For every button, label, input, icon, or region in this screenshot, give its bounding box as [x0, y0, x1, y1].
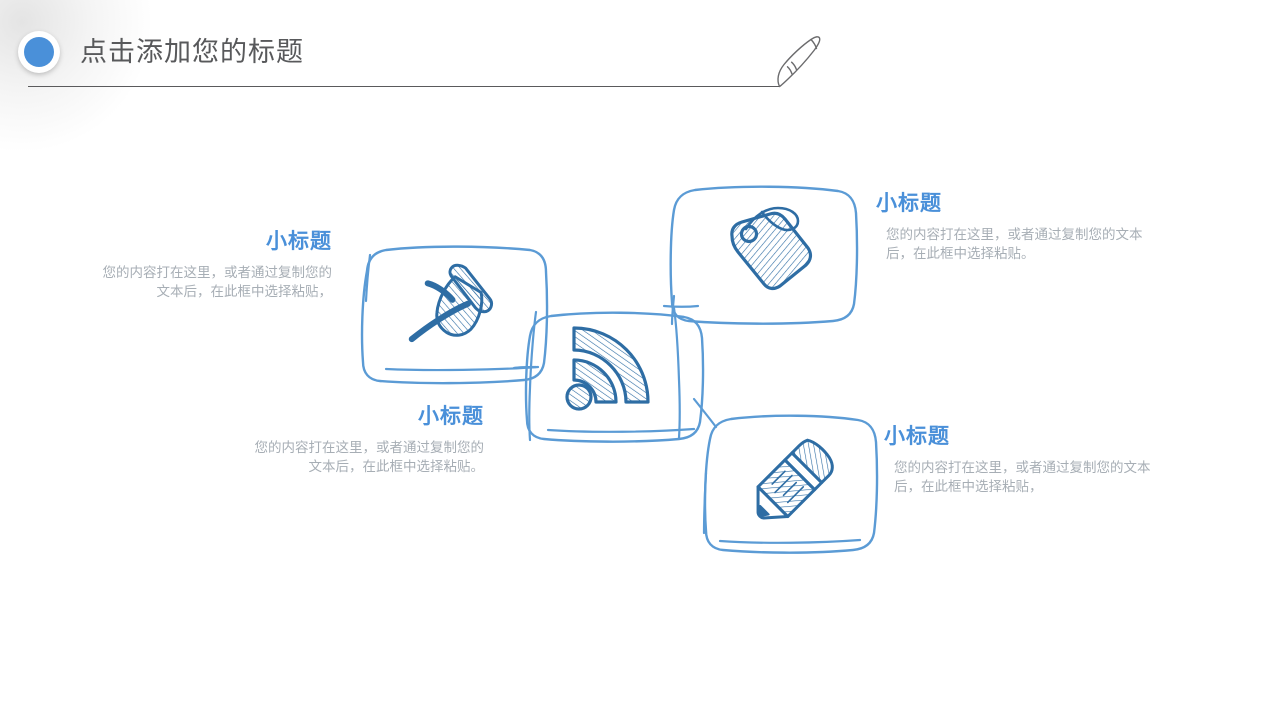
pushpin-icon [398, 256, 506, 364]
callout-pencil: 小标题 您的内容打在这里，或者通过复制您的文本后，在此框中选择粘贴， [884, 420, 1164, 496]
slide-header: 点击添加您的标题 [0, 0, 1280, 110]
rss-signal-icon [562, 322, 662, 422]
page-title: 点击添加您的标题 [80, 37, 304, 67]
callout-title: 小标题 [418, 405, 484, 428]
callout-title: 小标题 [876, 192, 942, 215]
callout-body: 您的内容打在这里，或者通过复制您的文本后，在此框中选择粘贴， [894, 460, 1151, 494]
blue-dot-icon [18, 31, 60, 73]
callout-tag: 小标题 您的内容打在这里，或者通过复制您的文本后，在此框中选择粘贴。 [876, 187, 1144, 263]
icon-box-pencil[interactable] [692, 397, 880, 554]
callout-body: 您的内容打在这里，或者通过复制您的文本后，在此框中选择粘贴， [102, 265, 333, 299]
callout-body: 您的内容打在这里，或者通过复制您的文本后，在此框中选择粘贴。 [886, 227, 1143, 261]
icon-box-rss[interactable] [512, 304, 706, 443]
icon-box-tag[interactable] [668, 184, 860, 326]
callout-title: 小标题 [266, 230, 332, 253]
price-tag-icon [718, 196, 822, 300]
pencil-icon [740, 432, 844, 536]
header-divider [28, 86, 780, 87]
callout-pushpin: 小标题 您的内容打在这里，或者通过复制您的文本后，在此框中选择粘贴， [100, 225, 333, 301]
icon-box-pushpin[interactable] [358, 243, 550, 385]
callout-rss: 小标题 您的内容打在这里，或者通过复制您的文本后，在此框中选择粘贴。 [252, 400, 485, 476]
callout-body: 您的内容打在这里，或者通过复制您的文本后，在此框中选择粘贴。 [254, 440, 485, 474]
callout-title: 小标题 [884, 425, 950, 448]
pen-icon [762, 22, 832, 92]
